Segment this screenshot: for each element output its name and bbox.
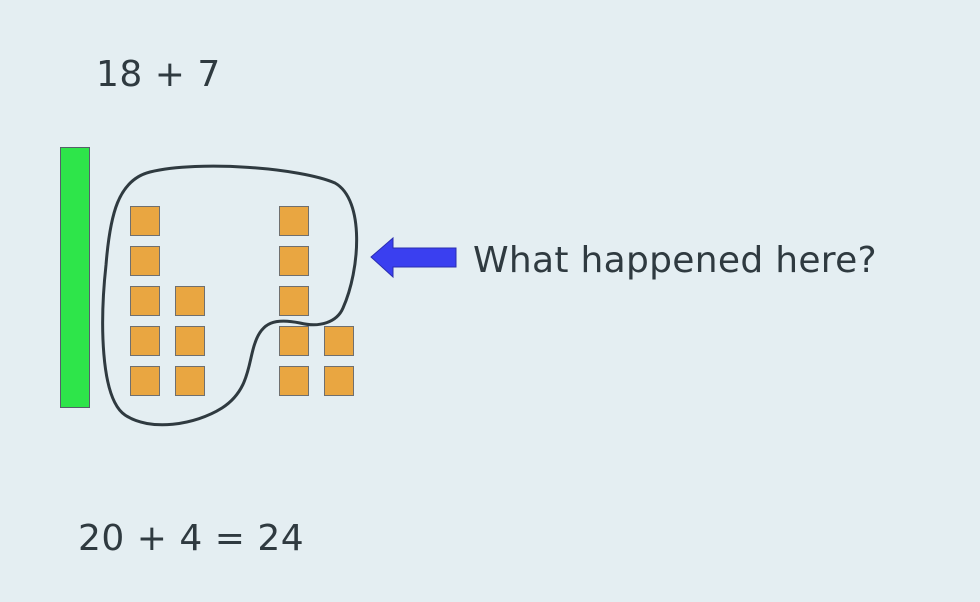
unit-cube (279, 286, 309, 316)
unit-cube (279, 246, 309, 276)
unit-cube (324, 366, 354, 396)
unit-cube (175, 326, 205, 356)
unit-cube (279, 206, 309, 236)
unit-cube (130, 206, 160, 236)
problem-result: 20 + 4 = 24 (78, 518, 305, 559)
unit-cube (279, 326, 309, 356)
arrow-left-icon (370, 236, 457, 279)
unit-cube (324, 326, 354, 356)
ten-rod (60, 147, 90, 408)
unit-cube (175, 366, 205, 396)
unit-cube (130, 286, 160, 316)
unit-cube (130, 366, 160, 396)
unit-cube (175, 286, 205, 316)
unit-cube (130, 246, 160, 276)
unit-cube (130, 326, 160, 356)
problem-expression: 18 + 7 (96, 54, 221, 95)
callout-question: What happened here? (473, 240, 877, 281)
unit-cube (279, 366, 309, 396)
